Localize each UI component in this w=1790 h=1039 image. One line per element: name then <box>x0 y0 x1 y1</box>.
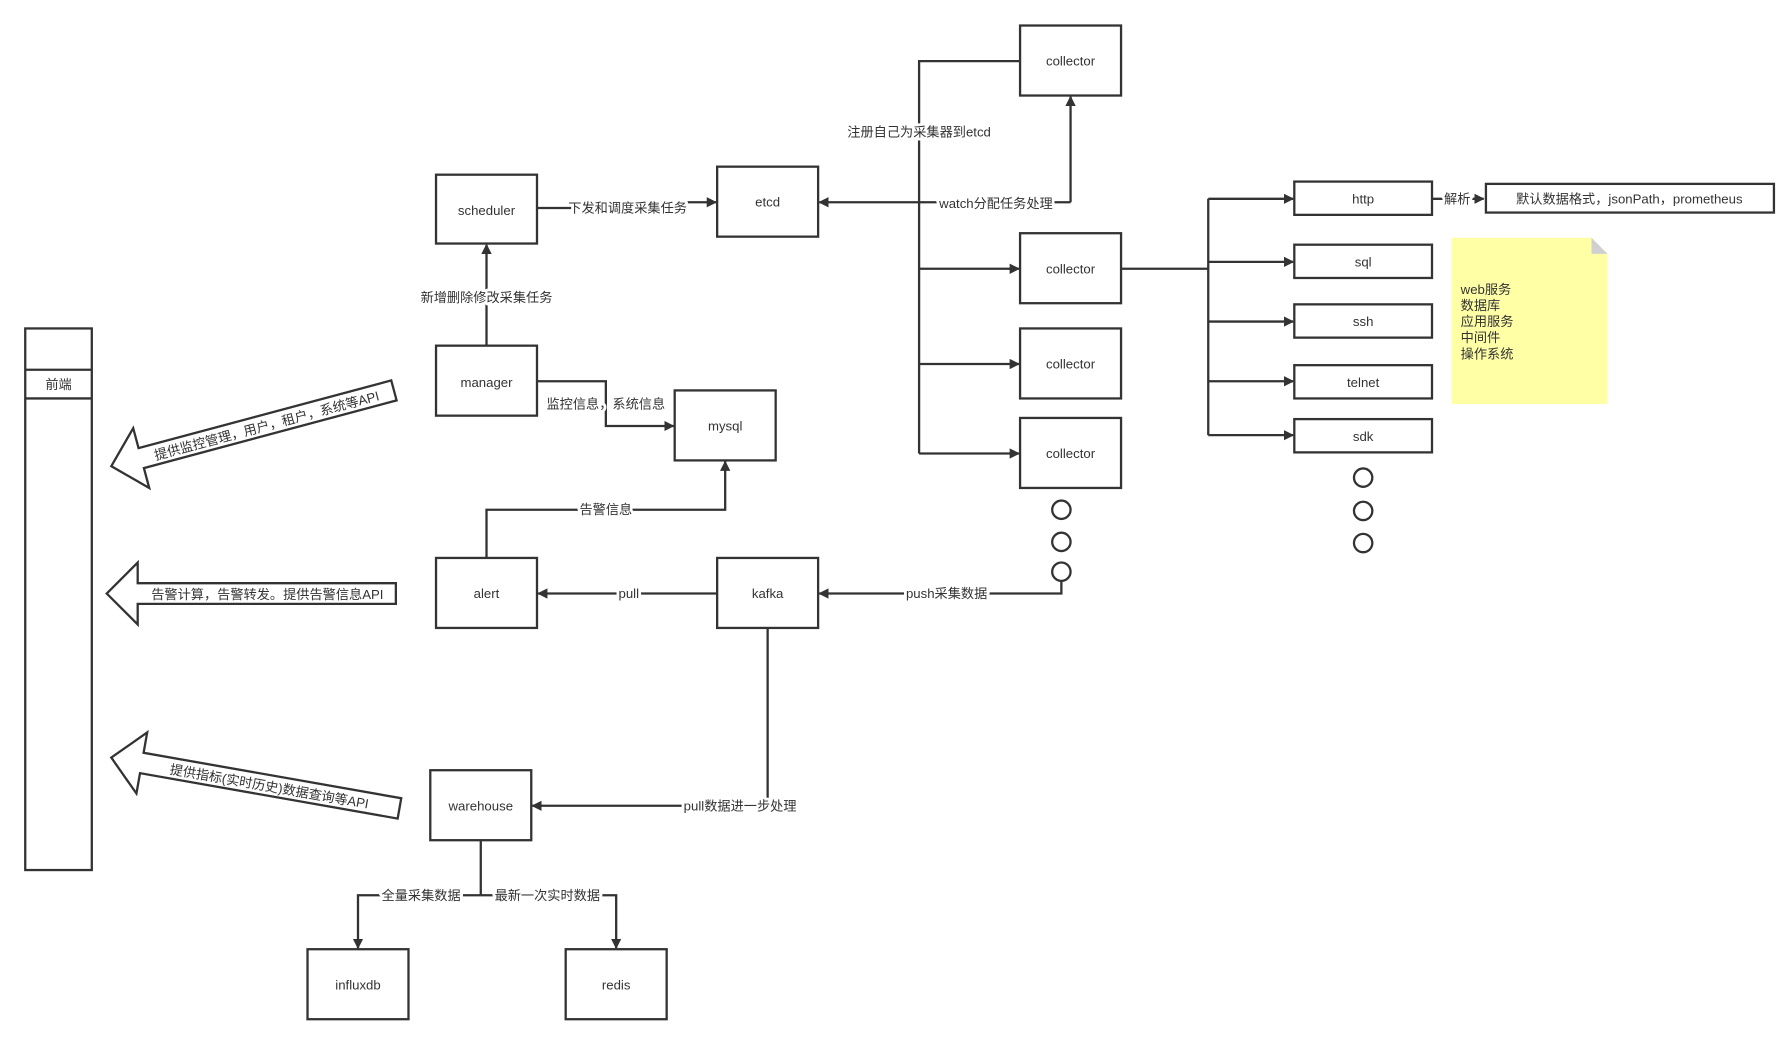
node-label: manager <box>460 375 513 390</box>
node-label: sql <box>1355 254 1372 269</box>
note-line: 操作系统 <box>1461 346 1514 361</box>
node-label: ssh <box>1353 314 1374 329</box>
node-telnet[interactable]: telnet <box>1293 364 1434 400</box>
label-watch: watch分配任务处理 <box>938 196 1053 211</box>
node-label: redis <box>602 977 631 992</box>
label-dispatch: 下发和调度采集任务 <box>568 200 687 215</box>
note-line: 应用服务 <box>1461 314 1514 329</box>
edge-full-data <box>352 894 481 950</box>
label-parse: 解析 <box>1444 191 1470 206</box>
label-monitor-info: 监控信息，系统信息 <box>547 396 666 412</box>
label-pull-process: pull数据进一步处理 <box>684 798 797 813</box>
label-push: push采集数据 <box>906 586 987 601</box>
node-redis[interactable]: redis <box>564 948 668 1021</box>
edge-register-trunk <box>917 59 1021 454</box>
api-arrow-label: 告警计算，告警转发。提供告警信息API <box>151 586 383 602</box>
node-label: warehouse <box>448 798 514 813</box>
node-label: scheduler <box>458 203 516 218</box>
edge-push <box>818 580 1063 599</box>
node-etcd[interactable]: etcd <box>716 165 820 238</box>
label-pull: pull <box>619 586 640 601</box>
node-label: kafka <box>752 586 784 601</box>
node-influxdb[interactable]: influxdb <box>306 948 410 1021</box>
edge-alert-info <box>485 460 731 558</box>
node-label: etcd <box>755 195 780 210</box>
node-label: sdk <box>1353 429 1374 444</box>
label-crud: 新增删除修改采集任务 <box>421 290 553 305</box>
node-label: mysql <box>708 418 743 433</box>
node-manager[interactable]: manager <box>434 344 539 417</box>
note-line: web服务 <box>1460 282 1512 297</box>
label-latest-data: 最新一次实时数据 <box>495 888 601 903</box>
node-warehouse[interactable]: warehouse <box>429 769 533 842</box>
api-arrow-manager: 提供监控管理，用户，租户，系统等API <box>109 379 399 491</box>
node-collector-top[interactable]: collector <box>1018 24 1123 97</box>
frontend-panel[interactable]: 前端 <box>24 327 93 872</box>
connectors <box>352 59 1485 950</box>
node-sdk[interactable]: sdk <box>1293 417 1434 454</box>
node-label: collector <box>1046 357 1096 372</box>
node-scheduler[interactable]: scheduler <box>434 173 539 245</box>
node-ssh[interactable]: ssh <box>1293 303 1434 339</box>
more-collectors-ellipsis <box>1051 499 1072 583</box>
note-line: 中间件 <box>1461 330 1501 345</box>
sticky-note: web服务 数据库 应用服务 中间件 操作系统 <box>1451 237 1608 405</box>
more-protocols-ellipsis <box>1352 467 1374 554</box>
node-default-format[interactable]: 默认数据格式，jsonPath，prometheus <box>1484 182 1776 214</box>
note-line: 数据库 <box>1461 298 1501 313</box>
node-label: collector <box>1046 261 1096 276</box>
node-mysql[interactable]: mysql <box>673 389 777 462</box>
node-collector-1[interactable]: collector <box>1018 232 1123 305</box>
edge-pull-process <box>531 627 769 811</box>
node-http[interactable]: http <box>1293 180 1434 217</box>
node-label: 默认数据格式，jsonPath，prometheus <box>1516 191 1743 206</box>
api-arrow-label: 提供监控管理，用户，租户，系统等API <box>152 387 380 463</box>
node-label: influxdb <box>335 977 380 992</box>
node-collector-2[interactable]: collector <box>1018 327 1123 400</box>
label-alert-info: 告警信息 <box>579 501 632 517</box>
label-register: 注册自己为采集器到etcd <box>847 125 991 140</box>
node-collector-3[interactable]: collector <box>1018 416 1123 490</box>
api-arrow-warehouse: 提供指标(实时历史)数据查询等API <box>109 729 403 820</box>
node-sql[interactable]: sql <box>1293 243 1434 280</box>
node-label: telnet <box>1347 375 1380 390</box>
api-arrow-alert: 告警计算，告警转发。提供告警信息API <box>105 559 398 628</box>
edge-monitor-info <box>537 380 675 432</box>
label-full-data: 全量采集数据 <box>382 887 461 903</box>
edge-latest-data <box>480 894 622 950</box>
node-label: collector <box>1046 446 1096 461</box>
api-arrow-label: 提供指标(实时历史)数据查询等API <box>169 761 370 812</box>
node-label: collector <box>1046 54 1096 69</box>
node-label: http <box>1352 191 1374 206</box>
node-kafka[interactable]: kafka <box>716 556 820 630</box>
edge-dispatch <box>537 197 718 210</box>
node-label: alert <box>474 586 500 601</box>
frontend-label: 前端 <box>45 376 71 392</box>
node-alert[interactable]: alert <box>434 556 539 630</box>
